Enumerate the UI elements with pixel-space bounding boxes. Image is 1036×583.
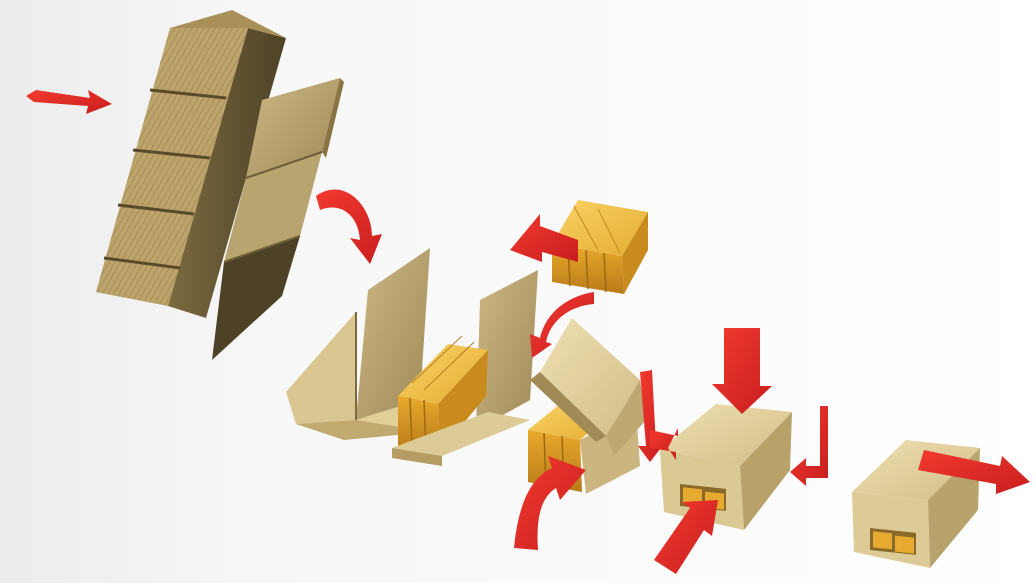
packing-process-diagram bbox=[0, 0, 1036, 583]
diagram-canvas bbox=[0, 0, 1036, 583]
